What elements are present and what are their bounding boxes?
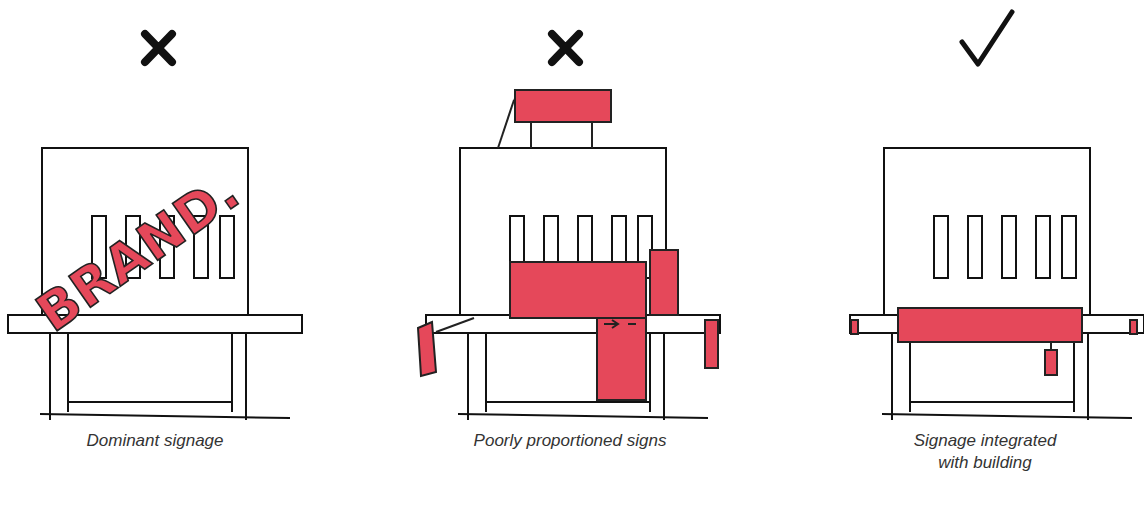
poor-signs-part	[498, 100, 514, 148]
building-sketch-part	[850, 148, 1144, 420]
check-mark-part	[962, 12, 1012, 64]
poor-signs-part	[705, 320, 718, 368]
poor-signs-part	[515, 90, 611, 122]
integrated-signs-part	[1045, 350, 1057, 375]
caption-text: Signage integrated with building	[905, 430, 1065, 474]
poor-signs-part	[436, 318, 474, 332]
integrated-signs	[851, 308, 1137, 375]
poor-signs	[418, 90, 718, 400]
cross-mark-part	[552, 34, 579, 62]
cross-mark-part	[145, 34, 172, 62]
building-sketch-part	[8, 148, 302, 420]
poor-signs-part	[650, 250, 678, 315]
building-sketch-part	[426, 148, 720, 420]
poor-signs-part	[591, 122, 593, 148]
caption-text: Dominant signage	[25, 430, 285, 452]
poor-signs-part	[510, 262, 646, 318]
poor-signs-part	[597, 318, 646, 400]
integrated-signs-part	[898, 308, 1082, 342]
building-sketch	[8, 148, 1144, 420]
integrated-signs-part	[1130, 320, 1137, 334]
cross-mark	[145, 34, 579, 62]
poor-signs-part	[418, 322, 436, 376]
integrated-signs-part	[1050, 342, 1052, 350]
check-mark	[962, 12, 1012, 64]
integrated-signs-part	[851, 320, 858, 334]
caption-text: Poorly proportioned signs	[420, 430, 720, 452]
poor-signs-part	[530, 122, 532, 148]
poor-signs-part	[604, 320, 636, 328]
